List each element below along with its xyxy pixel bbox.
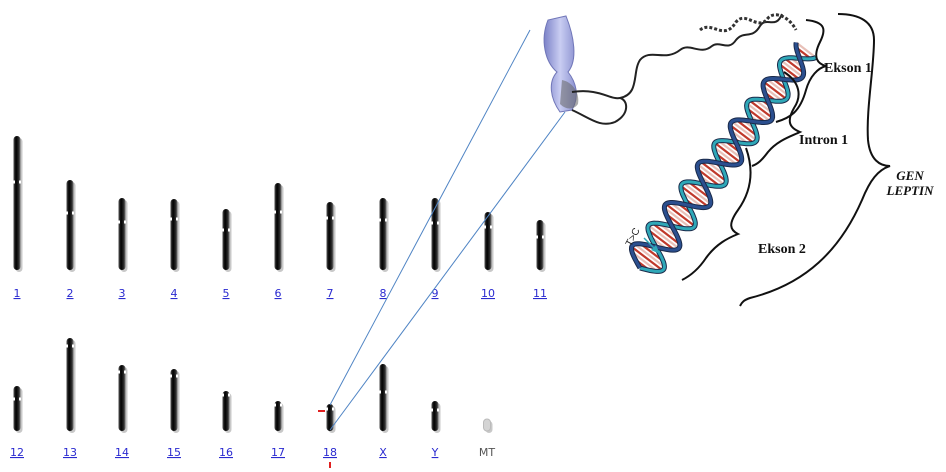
chromosome-label-11[interactable]: 11 xyxy=(533,287,547,300)
zoom-connector-top xyxy=(330,30,530,405)
chromosome-label-5[interactable]: 5 xyxy=(223,287,230,300)
chromosome-3[interactable] xyxy=(118,198,128,272)
chromosome-mt[interactable] xyxy=(484,419,493,433)
chromosome-10[interactable] xyxy=(484,212,494,272)
chromosome-label-8[interactable]: 8 xyxy=(380,287,387,300)
chromosome-label-12[interactable]: 12 xyxy=(10,446,24,459)
chromosome-14[interactable] xyxy=(118,365,128,433)
chromosome-label-13[interactable]: 13 xyxy=(63,446,77,459)
chromosome-7[interactable] xyxy=(326,202,336,272)
chromosome-ideogram xyxy=(544,16,578,112)
chromosome-x[interactable] xyxy=(379,364,389,433)
chromosome-label-1[interactable]: 1 xyxy=(14,287,21,300)
chromosome-label-15[interactable]: 15 xyxy=(167,446,181,459)
chromosome-4[interactable] xyxy=(170,199,180,272)
karyotype-labels-row1: 1 2 3 4 5 6 7 8 9 10 11 xyxy=(14,287,548,300)
chromosome-label-9[interactable]: 9 xyxy=(432,287,439,300)
chromosome-5[interactable] xyxy=(222,209,232,272)
chromosome-label-x[interactable]: X xyxy=(379,446,387,459)
chromatin-fiber-lower xyxy=(572,98,626,124)
chromosome-label-y[interactable]: Y xyxy=(431,446,439,459)
chromosome-label-mt: MT xyxy=(479,446,495,459)
chromosome-label-6[interactable]: 6 xyxy=(275,287,282,300)
chromosome-label-2[interactable]: 2 xyxy=(67,287,74,300)
chromosome-6[interactable] xyxy=(274,183,284,272)
chromosome-label-3[interactable]: 3 xyxy=(119,287,126,300)
chromosome-15[interactable] xyxy=(170,369,180,433)
label-gene-title-line2: LEPTIN xyxy=(886,183,935,198)
chromatin-fiber xyxy=(572,14,782,98)
chromosome-label-4[interactable]: 4 xyxy=(171,287,178,300)
coiled-dna xyxy=(700,15,796,31)
label-gene-title-line1: GEN xyxy=(896,168,924,183)
chromosome-label-17[interactable]: 17 xyxy=(271,446,285,459)
chromosome-13[interactable] xyxy=(66,338,76,433)
chromosome-y[interactable] xyxy=(431,401,441,433)
chromosome-8[interactable] xyxy=(379,198,389,272)
chromosome-9[interactable] xyxy=(431,198,441,272)
chromosome-1[interactable] xyxy=(13,136,23,272)
chromosome-label-10[interactable]: 10 xyxy=(481,287,495,300)
chromosome-17[interactable] xyxy=(274,401,284,433)
label-intron1: Intron 1 xyxy=(799,133,848,148)
zoom-connector-bottom xyxy=(330,112,565,430)
chromosome-12[interactable] xyxy=(13,386,23,433)
dna-double-helix xyxy=(632,43,816,272)
label-ekson2: Ekson 2 xyxy=(758,242,806,257)
karyotype xyxy=(13,136,546,433)
chromosome-16[interactable] xyxy=(222,391,232,433)
chromosome-2[interactable] xyxy=(66,180,76,272)
karyotype-labels-row2: 12 13 14 15 16 17 18 X Y MT xyxy=(10,446,495,459)
chromosome-label-16[interactable]: 16 xyxy=(219,446,233,459)
chromosome-11[interactable] xyxy=(536,220,546,272)
chromosome-label-7[interactable]: 7 xyxy=(327,287,334,300)
label-ekson1: Ekson 1 xyxy=(824,61,872,76)
chromosome-label-14[interactable]: 14 xyxy=(115,446,129,459)
chromosome-label-18[interactable]: 18 xyxy=(323,446,337,459)
